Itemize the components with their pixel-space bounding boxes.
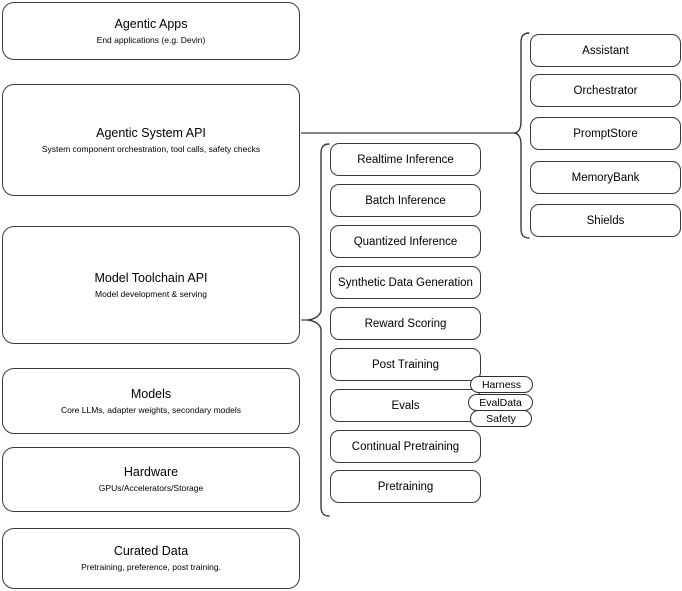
toolchain-component-realtime-inference[interactable]: Realtime Inference xyxy=(330,143,481,176)
stack-layer-model-toolchain-api[interactable]: Model Toolchain API Model development & … xyxy=(2,226,300,344)
eval-subcomponent-evaldata[interactable]: EvalData xyxy=(468,394,533,411)
toolchain-component-batch-inference[interactable]: Batch Inference xyxy=(330,184,481,217)
brace-system-components xyxy=(513,32,530,239)
component-label: Post Training xyxy=(371,358,440,371)
stack-layer-agentic-system-api[interactable]: Agentic System API System component orch… xyxy=(2,84,300,196)
stack-layer-hardware[interactable]: Hardware GPUs/Accelerators/Storage xyxy=(2,447,300,512)
component-label: Reward Scoring xyxy=(364,317,447,330)
toolchain-component-reward-scoring[interactable]: Reward Scoring xyxy=(330,307,481,340)
toolchain-component-synthetic-data-generation[interactable]: Synthetic Data Generation xyxy=(330,266,481,299)
stack-layer-title: Agentic System API xyxy=(96,125,206,140)
component-label: PromptStore xyxy=(573,127,638,140)
stack-layer-subtitle: Core LLMs, adapter weights, secondary mo… xyxy=(60,404,241,415)
component-label: Shields xyxy=(586,214,625,227)
component-label: MemoryBank xyxy=(571,171,640,184)
component-label: Synthetic Data Generation xyxy=(338,276,473,289)
stack-layer-title: Curated Data xyxy=(113,544,189,558)
system-component-assistant[interactable]: Assistant xyxy=(530,34,681,67)
toolchain-component-quantized-inference[interactable]: Quantized Inference xyxy=(330,225,481,258)
stack-layer-subtitle: GPUs/Accelerators/Storage xyxy=(98,483,204,493)
component-label: Continual Pretraining xyxy=(351,440,460,453)
toolchain-component-evals[interactable]: Evals xyxy=(330,389,481,422)
stack-layer-title: Model Toolchain API xyxy=(94,270,208,285)
component-label: Evals xyxy=(391,399,420,412)
stack-layer-subtitle: End applications (e.g. Devin) xyxy=(96,34,206,45)
system-component-memorybank[interactable]: MemoryBank xyxy=(530,161,681,194)
component-label: Pretraining xyxy=(377,480,434,493)
component-label: Batch Inference xyxy=(365,194,446,207)
brace-toolchain-components xyxy=(306,143,330,517)
component-label: Assistant xyxy=(582,44,629,57)
stack-layer-models[interactable]: Models Core LLMs, adapter weights, secon… xyxy=(2,368,300,434)
eval-subcomponent-label: Harness xyxy=(481,378,522,391)
system-component-shields[interactable]: Shields xyxy=(530,204,681,237)
component-label: Realtime Inference xyxy=(357,153,454,166)
system-component-orchestrator[interactable]: Orchestrator xyxy=(530,74,681,107)
component-label: Orchestrator xyxy=(573,84,638,97)
stack-layer-agentic-apps[interactable]: Agentic Apps End applications (e.g. Devi… xyxy=(2,2,300,60)
eval-subcomponent-label: Safety xyxy=(486,412,516,425)
toolchain-component-continual-pretraining[interactable]: Continual Pretraining xyxy=(330,430,481,463)
stack-layer-curated-data[interactable]: Curated Data Pretraining, preference, po… xyxy=(2,528,300,589)
stack-layer-title: Hardware xyxy=(123,465,179,479)
system-component-promptstore[interactable]: PromptStore xyxy=(530,117,681,150)
stack-layer-title: Models xyxy=(130,386,172,401)
component-label: Quantized Inference xyxy=(353,235,458,248)
stack-layer-subtitle: System component orchestration, tool cal… xyxy=(41,143,261,154)
eval-subcomponent-safety[interactable]: Safety xyxy=(470,410,532,427)
eval-subcomponent-harness[interactable]: Harness xyxy=(470,376,533,393)
toolchain-component-pretraining[interactable]: Pretraining xyxy=(330,470,481,503)
stack-layer-title: Agentic Apps xyxy=(114,16,188,31)
stack-layer-subtitle: Model development & serving xyxy=(95,288,207,299)
toolchain-component-post-training[interactable]: Post Training xyxy=(330,348,481,381)
eval-subcomponent-label: EvalData xyxy=(479,396,522,409)
stack-layer-subtitle: Pretraining, preference, post training. xyxy=(81,562,221,572)
